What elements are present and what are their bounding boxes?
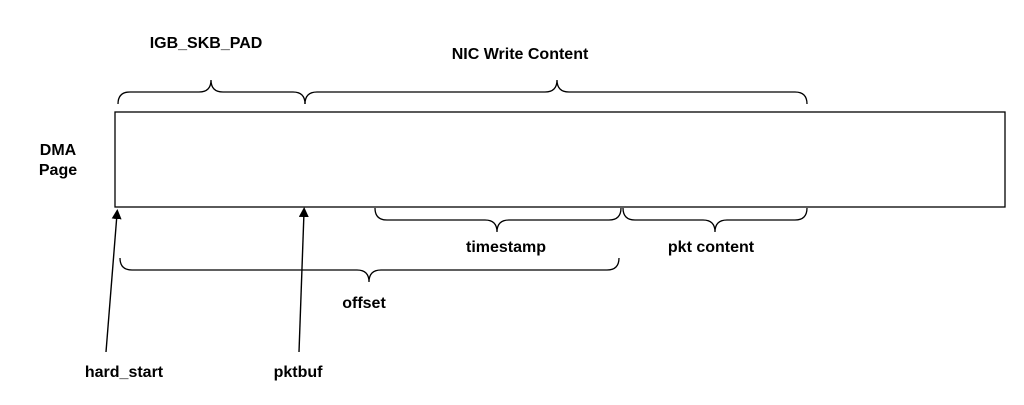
offset-brace xyxy=(119,257,620,283)
nic-write-content-brace xyxy=(304,79,808,105)
hard-start-arrow xyxy=(105,209,122,353)
nic-write-content-label: NIC Write Content xyxy=(451,46,589,63)
igb-skb-pad-label: IGB_SKB_PAD xyxy=(149,35,263,52)
timestamp-brace xyxy=(374,207,622,233)
offset-label: offset xyxy=(342,295,386,312)
pktbuf-arrow xyxy=(298,207,309,353)
pkt-content-brace xyxy=(622,207,808,233)
dma-page-box xyxy=(114,111,1006,208)
pkt-content-label: pkt content xyxy=(667,239,755,256)
dma-page-label-line2: Page xyxy=(38,162,78,179)
hard-start-label: hard_start xyxy=(84,364,164,381)
pktbuf-label: pktbuf xyxy=(273,364,323,381)
dma-page-label-line1: DMA xyxy=(39,142,77,159)
timestamp-label: timestamp xyxy=(465,239,547,256)
igb-skb-pad-brace xyxy=(117,79,306,105)
dma-page-label: DMA Page xyxy=(30,141,86,181)
